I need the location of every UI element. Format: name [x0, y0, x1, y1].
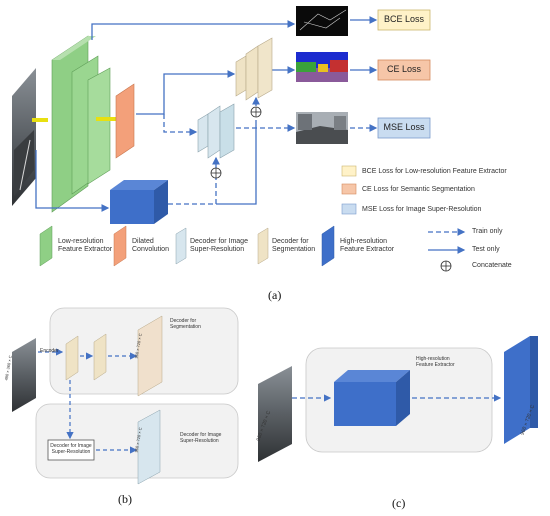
ce-output-image [296, 52, 348, 82]
yellow-connector [32, 118, 48, 122]
ce-loss-label: CE Loss [386, 64, 421, 74]
legend-icon-low-res [39, 225, 53, 267]
legend-text-bce: BCE Loss for Low-resolution Feature Extr… [362, 168, 507, 175]
legend-text-dec-seg: Decoder for Segmentation [272, 238, 316, 253]
mse-loss-box [377, 117, 431, 139]
seg-mid-block [93, 333, 107, 381]
bce-loss-box [377, 9, 431, 31]
input-image-a [12, 68, 36, 206]
legend-text-test: Test only [472, 246, 500, 253]
panel-a [12, 6, 466, 272]
arrow-high-res-up [168, 178, 217, 205]
ce-loss-box [377, 59, 431, 81]
arrow-to-sr-decoder [163, 114, 198, 136]
seg-title: Decoder for Segmentation [170, 318, 201, 330]
legend-text-concat: Concatenate [472, 262, 512, 269]
legend-icon-dilated [113, 225, 127, 267]
concat-symbol-bottom [210, 167, 222, 179]
legend-text-dec-sr: Decoder for Image Super-Resolution [190, 238, 248, 253]
encoder-block [65, 335, 79, 381]
legend-icon-dec-seg [257, 227, 269, 265]
panel-c [258, 336, 538, 462]
arrow-to-concat-top [216, 120, 257, 205]
yellow-connector-2 [96, 117, 116, 121]
seg-decoder-block [235, 37, 273, 101]
legend-icon-dec-sr [175, 227, 187, 265]
legend-text-ce: CE Loss for Semantic Segmentation [362, 186, 475, 193]
seg-output-block [137, 315, 163, 397]
high-res-output-c [504, 336, 538, 444]
legend-text-mse: MSE Loss for Image Super-Resolution [362, 206, 482, 213]
caption-c: (c) [392, 496, 406, 510]
sr-output-block [137, 409, 161, 485]
high-res-title: High-resolution Feature Extractor [416, 356, 455, 368]
high-res-cube-c [334, 370, 410, 426]
sr-decoder-box [47, 439, 95, 461]
legend-swatch-mse [341, 203, 357, 215]
arrow-to-bce [91, 20, 296, 40]
mse-output-image [296, 112, 348, 144]
dilated-conv-block [115, 83, 135, 159]
concat-symbol-top [250, 106, 262, 118]
sr-decoder-block [197, 103, 235, 159]
encoder-label: Encoder [40, 348, 59, 354]
sr-title: Decoder for Image Super-Resolution [180, 432, 222, 444]
caption-a: (a) [268, 288, 282, 302]
caption-b: (b) [118, 492, 132, 506]
legend-swatch-ce [341, 183, 357, 195]
input-image-b [12, 338, 36, 412]
legend-text-low-res: Low-resolution Feature Extractor [58, 238, 113, 253]
mse-loss-label: MSE Loss [383, 122, 425, 132]
bce-loss-label: BCE Loss [383, 14, 425, 24]
legend-text-high-res: High-resolution Feature Extractor [340, 238, 395, 253]
sr-box-label: Decoder for Image Super-Resolution [50, 443, 92, 455]
legend-swatch-bce [341, 165, 357, 177]
panel-b [12, 307, 239, 485]
input-image-c [258, 366, 292, 462]
legend-concat-icon [440, 260, 452, 272]
bce-output-image [296, 6, 348, 36]
legend-icon-high-res [321, 225, 335, 267]
legend-text-train: Train only [472, 228, 503, 235]
low-res-extractor-block [51, 35, 111, 213]
legend-text-dilated: Dilated Convolution [132, 238, 169, 253]
arrow-to-high-res [35, 150, 110, 212]
arrow-to-seg-decoder [136, 70, 236, 115]
high-res-extractor-block [110, 180, 168, 224]
